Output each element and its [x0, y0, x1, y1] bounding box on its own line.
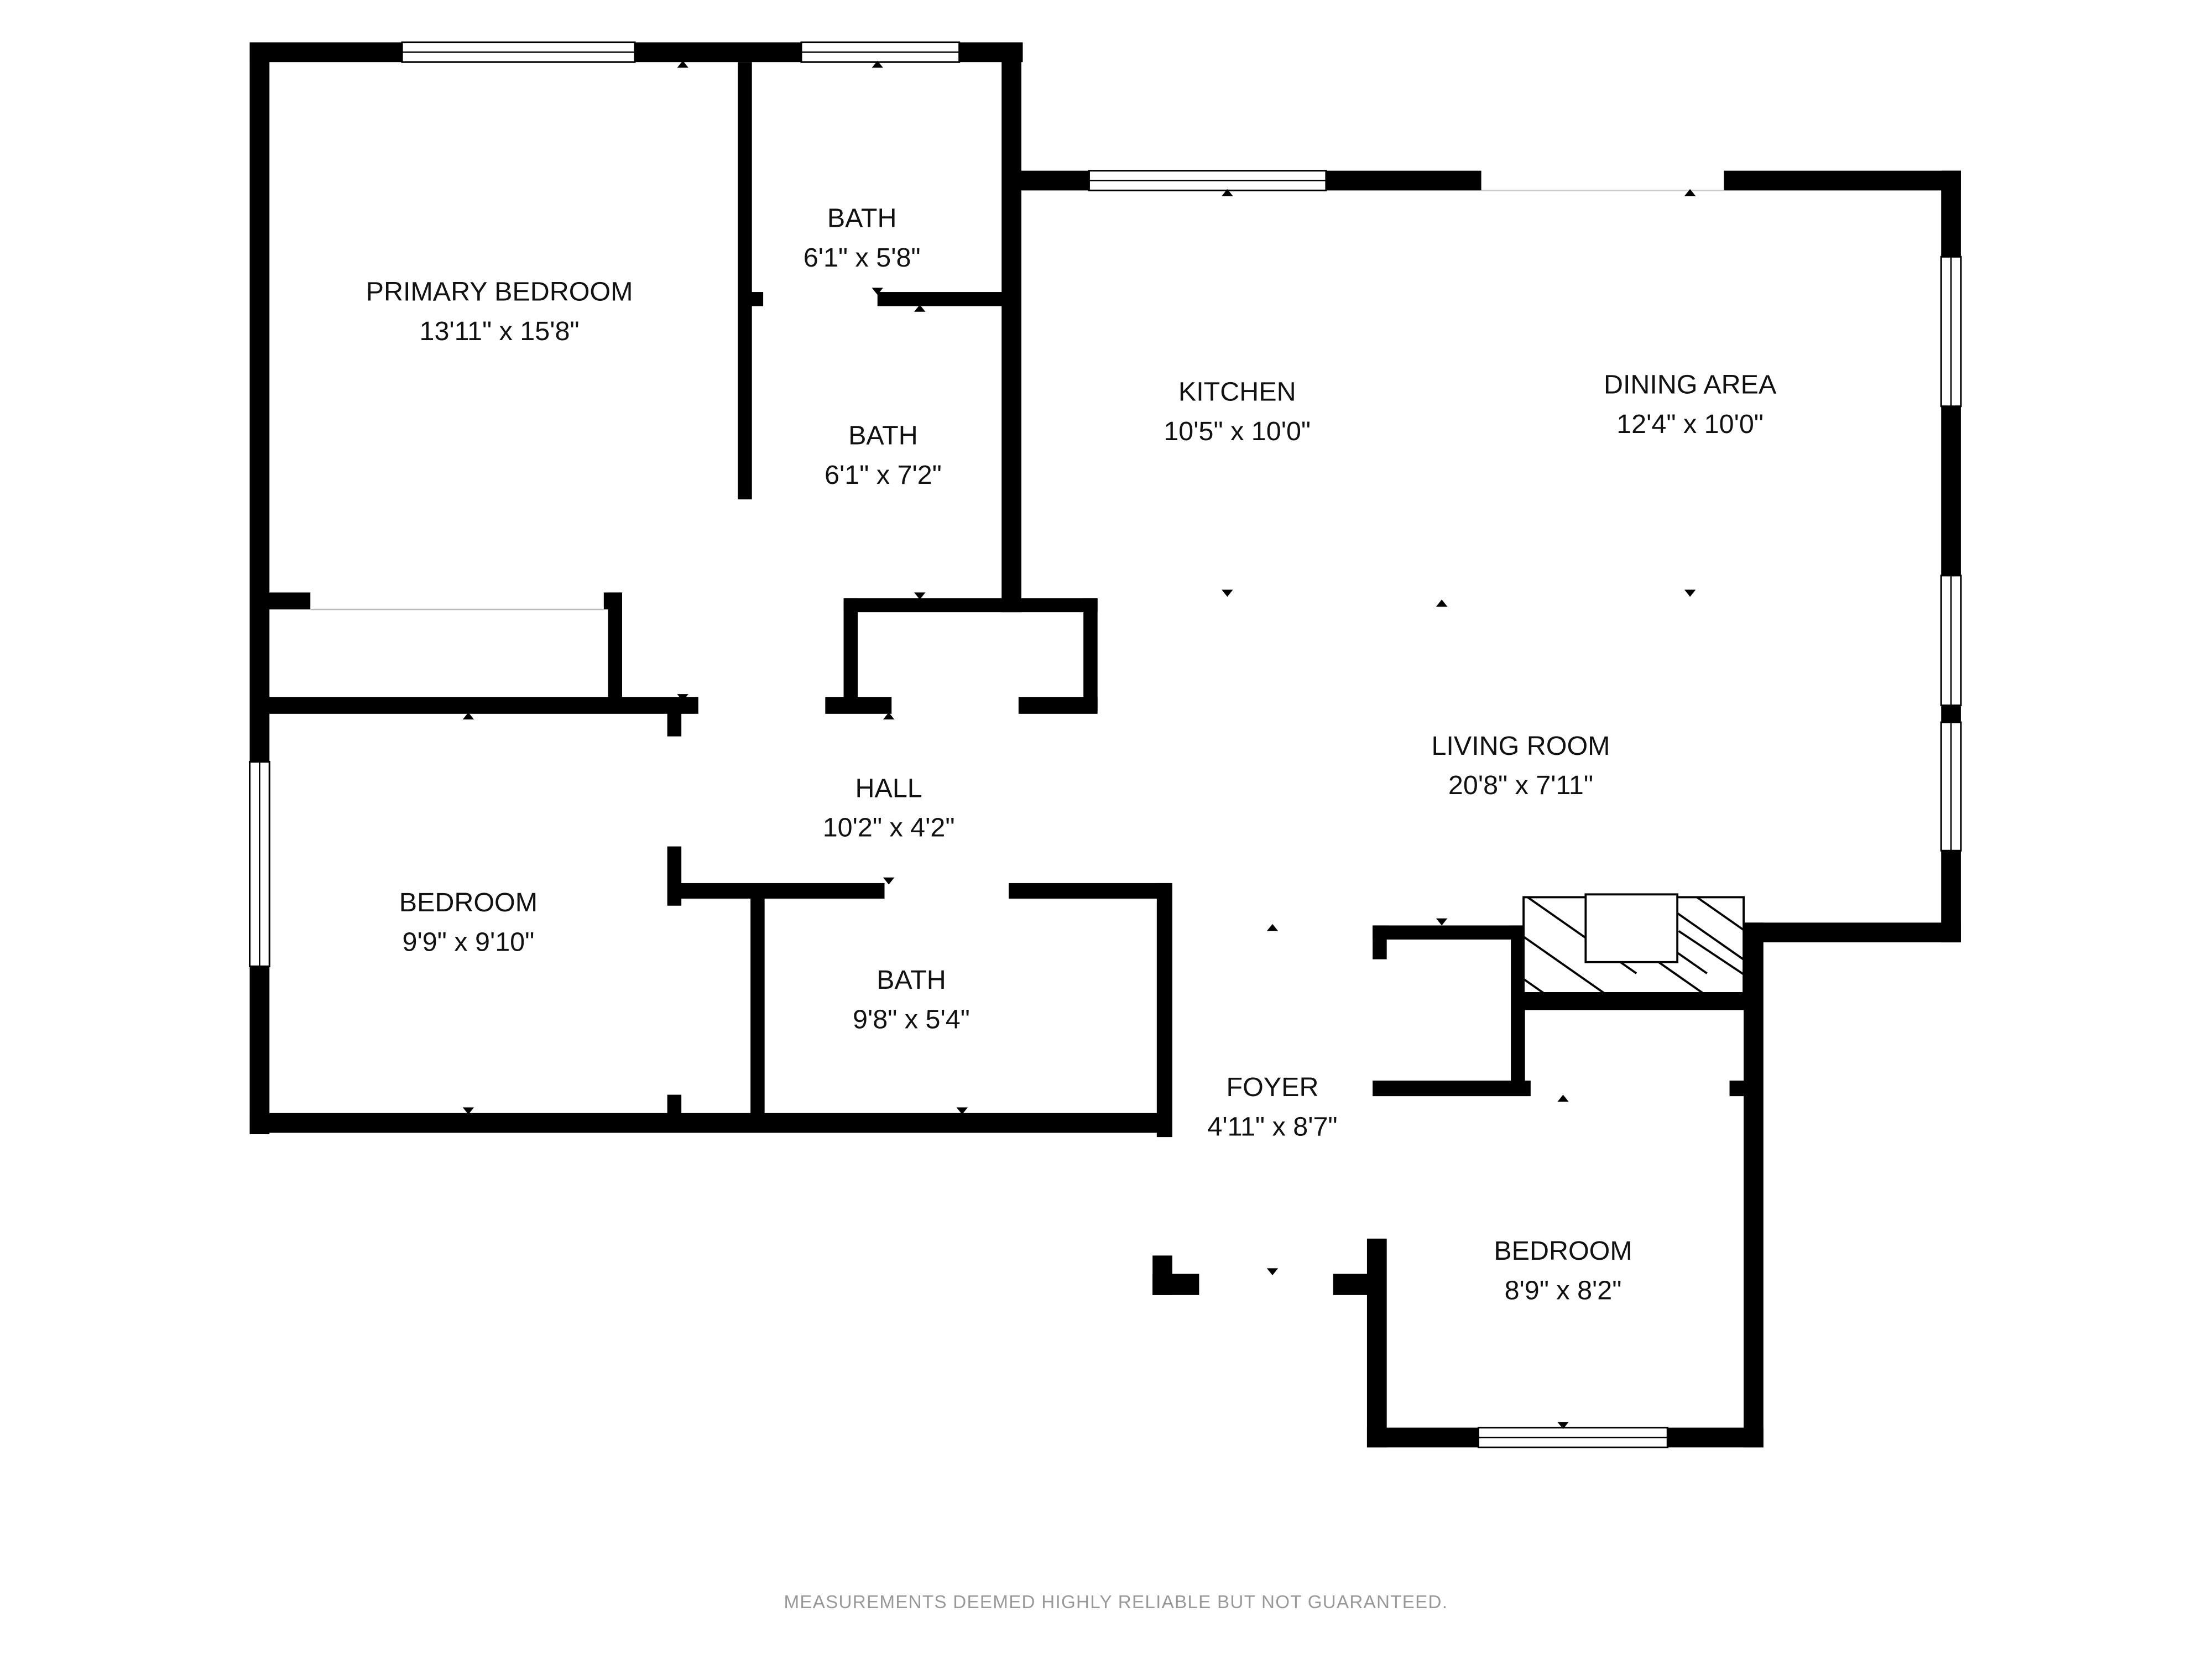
room-size: 6'1" x 7'2"	[825, 460, 942, 490]
room-size: 12'4" x 10'0"	[1616, 409, 1764, 439]
room-size: 9'8" x 5'4"	[853, 1005, 970, 1035]
room-size: 20'8" x 7'11"	[1448, 770, 1593, 800]
room-labels: PRIMARY BEDROOM 13'11" x 15'8" BATH 6'1"…	[366, 204, 1777, 1306]
room-name: BATH	[827, 204, 897, 233]
windows	[248, 41, 1962, 1448]
room-size: 8'9" x 8'2"	[1505, 1275, 1622, 1305]
room-size: 10'2" x 4'2"	[823, 813, 955, 843]
room-name: PRIMARY BEDROOM	[366, 276, 633, 306]
room-name: HALL	[855, 773, 922, 803]
room-name: BEDROOM	[1494, 1236, 1632, 1266]
room-name: LIVING ROOM	[1431, 731, 1610, 761]
room-name: DINING AREA	[1604, 370, 1777, 400]
room-size: 13'11" x 15'8"	[420, 316, 580, 346]
room-name: BATH	[848, 421, 918, 451]
room-size: 10'5" x 10'0"	[1164, 416, 1311, 446]
walls	[249, 42, 1961, 1448]
room-name: BEDROOM	[399, 888, 538, 917]
room-size: 4'11" x 8'7"	[1207, 1112, 1337, 1142]
room-name: FOYER	[1227, 1072, 1319, 1102]
room-size: 6'1" x 5'8"	[804, 243, 921, 273]
fireplace	[1522, 893, 1745, 994]
room-size: 9'9" x 9'10"	[403, 927, 535, 957]
room-name: BATH	[877, 965, 946, 995]
disclaimer: MEASUREMENTS DEEMED HIGHLY RELIABLE BUT …	[784, 1592, 1448, 1613]
room-name: KITCHEN	[1178, 377, 1296, 406]
